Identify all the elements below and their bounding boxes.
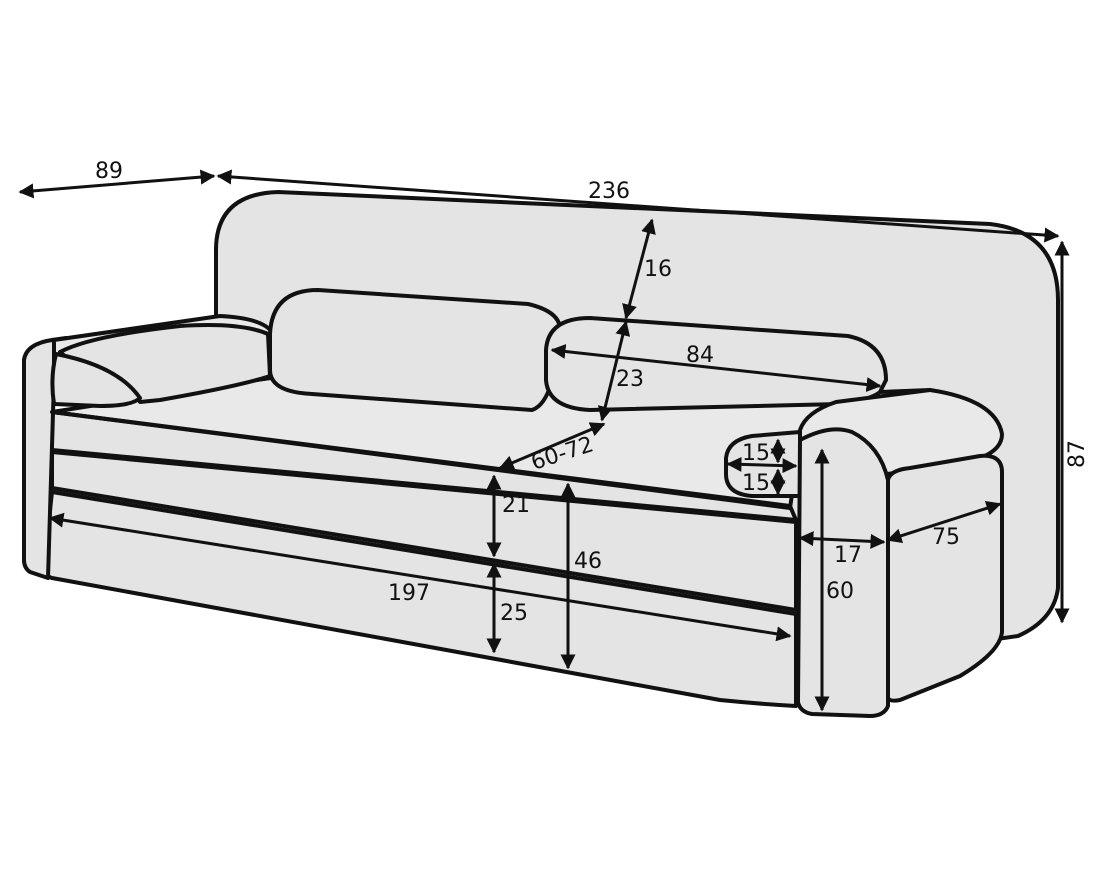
seat-seam xyxy=(50,410,792,510)
seat-lower-height-label: 25 xyxy=(500,601,528,626)
seat-width-label: 197 xyxy=(388,581,430,606)
right-armrest-side xyxy=(886,453,1004,703)
bolster-bottom-label: 15 xyxy=(742,471,770,496)
back-cushion-width-label: 84 xyxy=(686,343,714,368)
armrest-width-label: 17 xyxy=(834,543,862,568)
bolster-top-label: 15 xyxy=(742,441,770,466)
width-arrow xyxy=(216,169,1060,243)
seat-upper-height-label: 21 xyxy=(502,493,530,518)
right-armrest-front xyxy=(796,427,890,718)
left-bolster-end xyxy=(50,352,142,408)
seat-height-label: 46 xyxy=(574,549,602,574)
backrest-top-label: 16 xyxy=(644,257,672,282)
backrest-top-arrow xyxy=(622,218,656,320)
armrest-depth-arrow xyxy=(886,500,1002,544)
bolster-width-arrow xyxy=(726,456,798,474)
armrest-depth-label: 75 xyxy=(932,525,960,550)
seat-width-arrow xyxy=(48,512,792,642)
back-cushion-width-arrow xyxy=(550,344,882,392)
armrest-height-label: 60 xyxy=(826,579,854,604)
armrest-width-arrow xyxy=(798,531,886,549)
depth-arrow xyxy=(18,169,216,199)
depth-label: 89 xyxy=(95,159,123,184)
height-label: 87 xyxy=(1065,440,1090,468)
backrest-cushion-label: 23 xyxy=(616,367,644,392)
width-label: 236 xyxy=(588,179,630,204)
back-cushion-left xyxy=(268,288,563,412)
seat-depth-arrow xyxy=(498,422,606,470)
